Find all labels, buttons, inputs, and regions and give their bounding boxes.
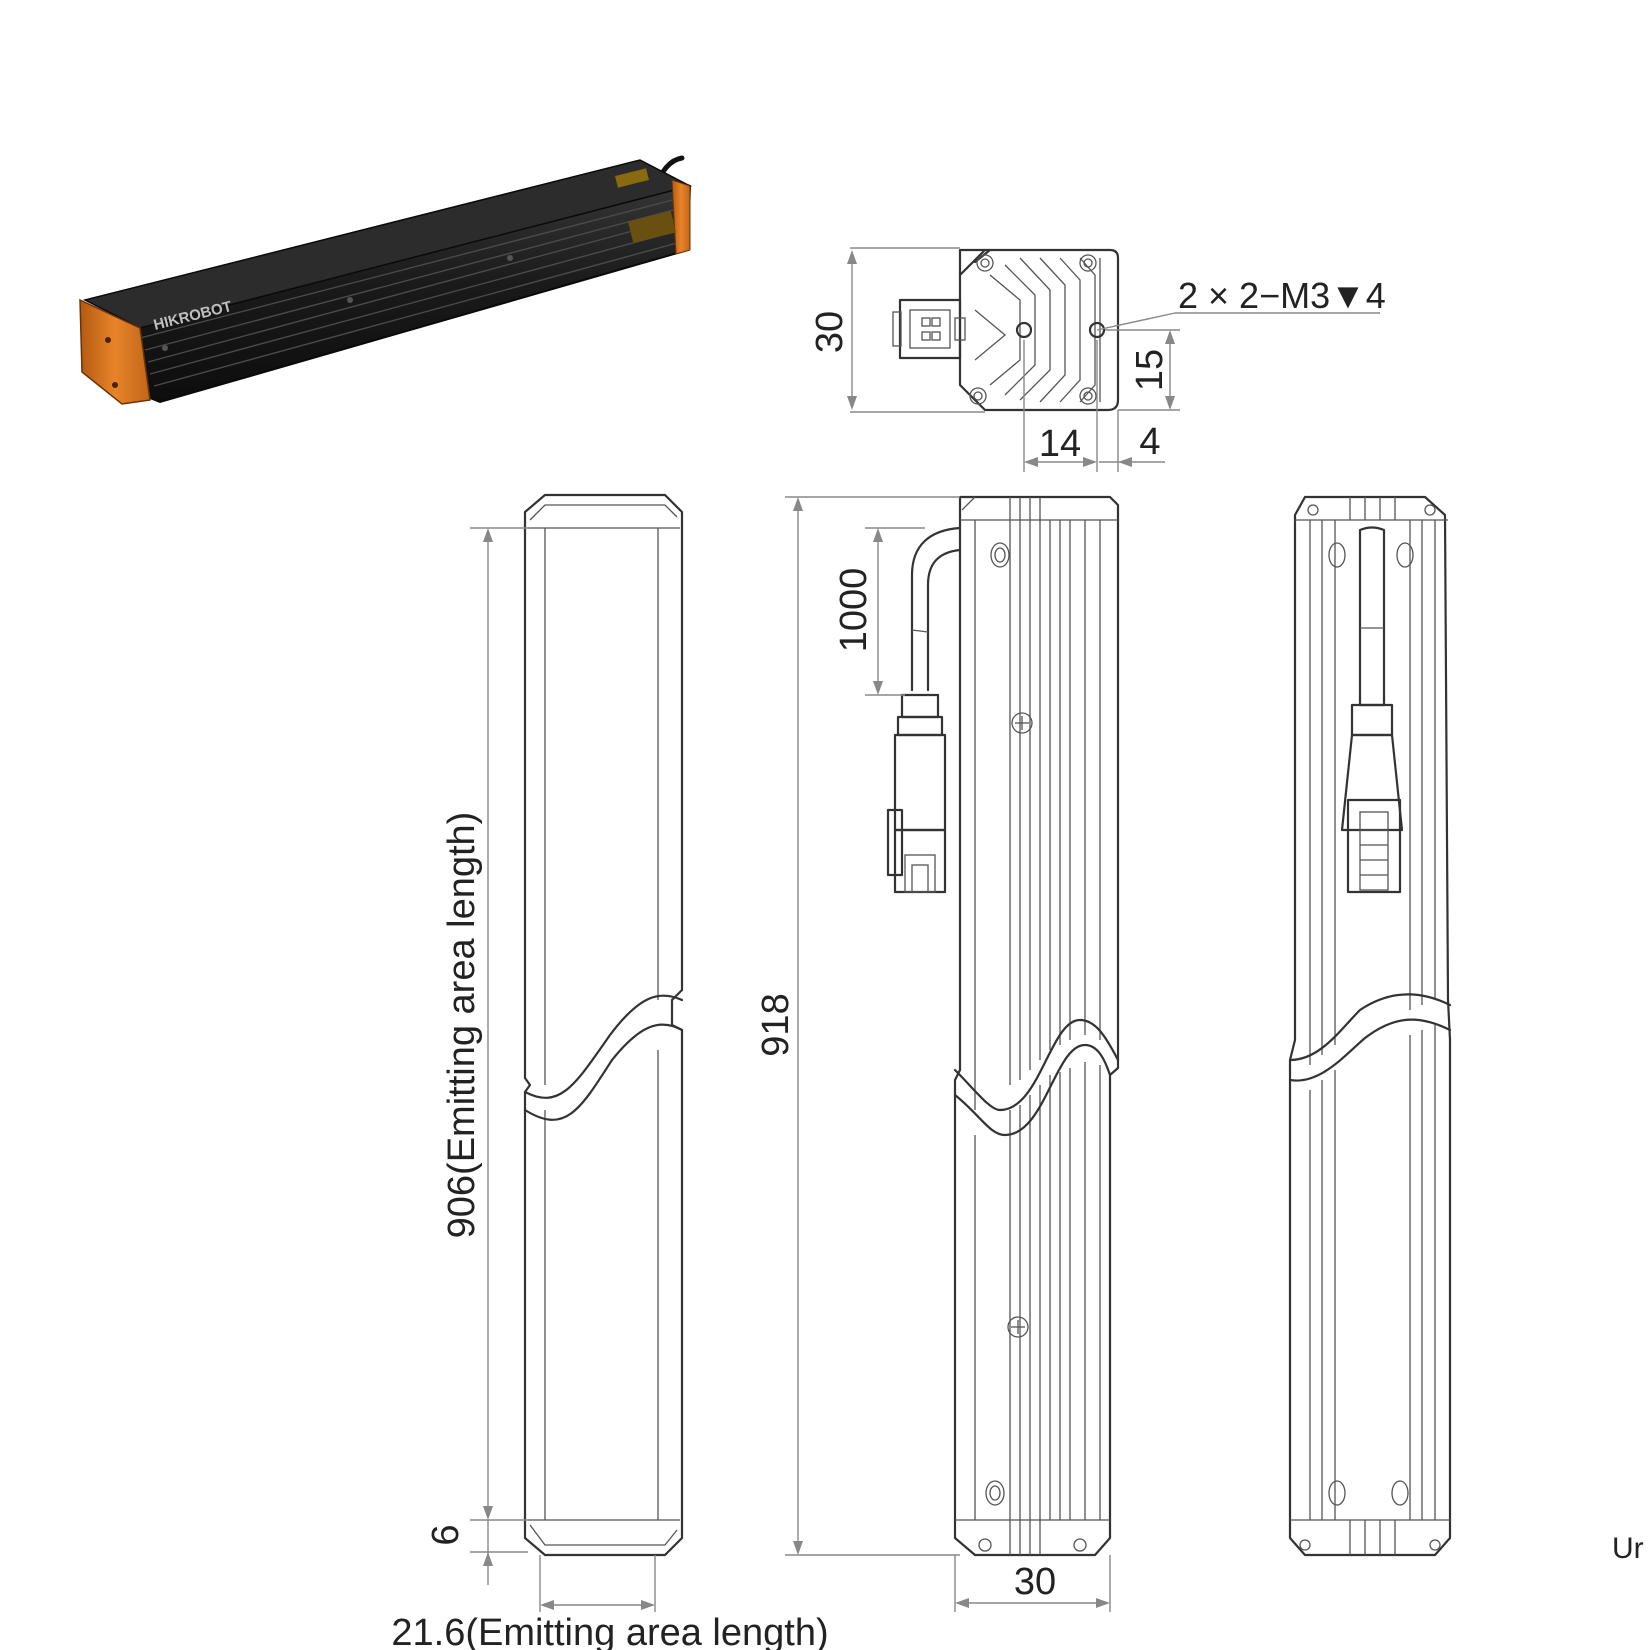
- connector: [898, 298, 962, 360]
- units-label: Ur: [1612, 1532, 1644, 1565]
- screw-icon: [978, 542, 1087, 1552]
- dim-emitting-length: 906(Emitting area length): [441, 812, 483, 1239]
- dim-hole-edge: 4: [1139, 421, 1160, 463]
- mount-hole-icon: [1015, 321, 1033, 339]
- dim-overall-length: 918: [755, 993, 797, 1056]
- dim-side-width: 30: [1014, 1561, 1056, 1603]
- mount-hole-icon: [1088, 321, 1106, 339]
- dim-end-height: 30: [809, 311, 851, 353]
- dim-emitting-width: 21.6(Emitting area length): [391, 1612, 828, 1650]
- side-view: 1000 918 30: [755, 495, 1120, 1612]
- dim-hole-vertical: 15: [1129, 349, 1171, 391]
- dim-cable-length: 1000: [833, 568, 875, 653]
- screw-icon: [969, 254, 1097, 405]
- dim-hole-horizontal: 14: [1039, 423, 1081, 465]
- back-connector: [1346, 798, 1402, 894]
- back-view: [1288, 495, 1452, 1557]
- dim-end-offset: 6: [425, 1524, 467, 1545]
- front-view: 906(Emitting area length) 6 21.6(Emittin…: [391, 493, 829, 1650]
- screw-icon: [1299, 504, 1441, 1551]
- end-view: 30 2 × 2−M3▼4 15 14 4: [809, 247, 1386, 472]
- callout-mount-holes: 2 × 2−M3▼4: [1178, 275, 1386, 316]
- product-photo: HIKROBOT: [79, 155, 693, 405]
